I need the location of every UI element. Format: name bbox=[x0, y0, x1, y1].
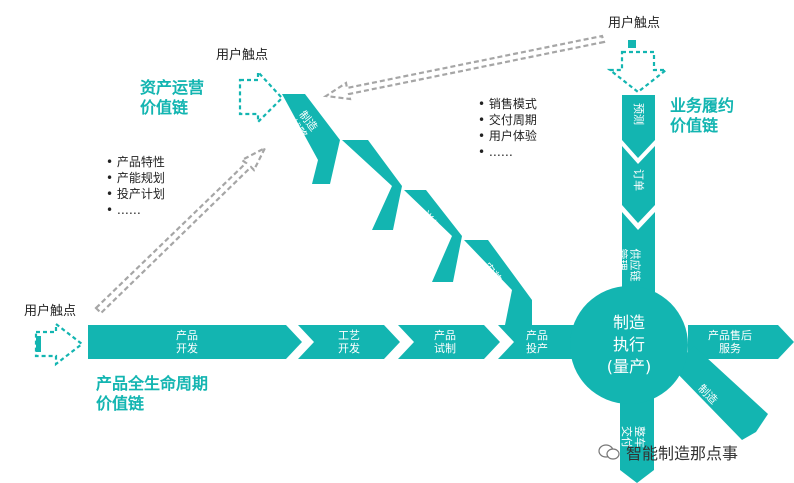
segment-process-development: 工艺开发 bbox=[338, 329, 360, 355]
product-chain-arrows bbox=[88, 325, 794, 359]
segment-supply-chain-management: 供应链 管理 bbox=[615, 248, 642, 282]
list-item: • 产品特性 bbox=[106, 155, 165, 169]
chain-title-product: 产品全生命周期价值链 bbox=[96, 374, 209, 413]
segment-product-development: 产品开发 bbox=[176, 329, 198, 355]
lower-chain-arrows bbox=[620, 346, 768, 483]
bullet-list-fulfillment: • 销售模式 • 交付周期 • 用户体验 • …… bbox=[478, 96, 537, 160]
chain-title-asset: 资产运营价值链 bbox=[140, 78, 205, 117]
touchpoint-icon-fulfillment bbox=[606, 50, 670, 94]
watermark: 智能制造那点事 bbox=[598, 440, 738, 464]
list-item: • 交付周期 bbox=[478, 113, 537, 127]
dashed-arrow-fulfillment-to-asset bbox=[322, 34, 606, 101]
segment-forecast: 预测 bbox=[632, 103, 645, 125]
touchpoint-icon-asset bbox=[238, 69, 284, 125]
list-item: • …… bbox=[106, 203, 141, 217]
segment-order: 订单 bbox=[632, 169, 645, 191]
touchpoint-label-product: 用户触点 bbox=[24, 304, 77, 319]
fulfillment-chain-arrows bbox=[622, 95, 655, 292]
list-item: • 投产计划 bbox=[106, 187, 165, 201]
bullet-list-asset: • 产品特性 • 产能规划 • 投产计划 • …… bbox=[106, 154, 165, 218]
watermark-text: 智能制造那点事 bbox=[626, 444, 739, 463]
segment-product-launch: 产品投产 bbox=[526, 329, 548, 355]
list-item: • 销售模式 bbox=[478, 97, 537, 111]
touchpoint-label-asset: 用户触点 bbox=[216, 48, 269, 63]
list-item: • 产能规划 bbox=[106, 171, 165, 185]
asset-chain-arrows bbox=[282, 94, 532, 330]
list-item: • 用户体验 bbox=[478, 129, 537, 143]
segment-product-trial: 产品试制 bbox=[434, 329, 456, 355]
chain-title-fulfillment: 业务履约价值链 bbox=[670, 96, 735, 135]
touchpoint-label-fulfillment: 用户触点 bbox=[608, 16, 661, 31]
dashed-arrow-product-to-asset bbox=[94, 145, 268, 315]
hub-manufacturing-execution: 制造 执行 (量产) bbox=[570, 286, 688, 404]
segment-after-sales-service: 产品售后服务 bbox=[708, 329, 752, 355]
list-item: • …… bbox=[478, 145, 513, 159]
touchpoint-icon-product bbox=[34, 321, 84, 367]
wechat-icon bbox=[598, 444, 620, 460]
